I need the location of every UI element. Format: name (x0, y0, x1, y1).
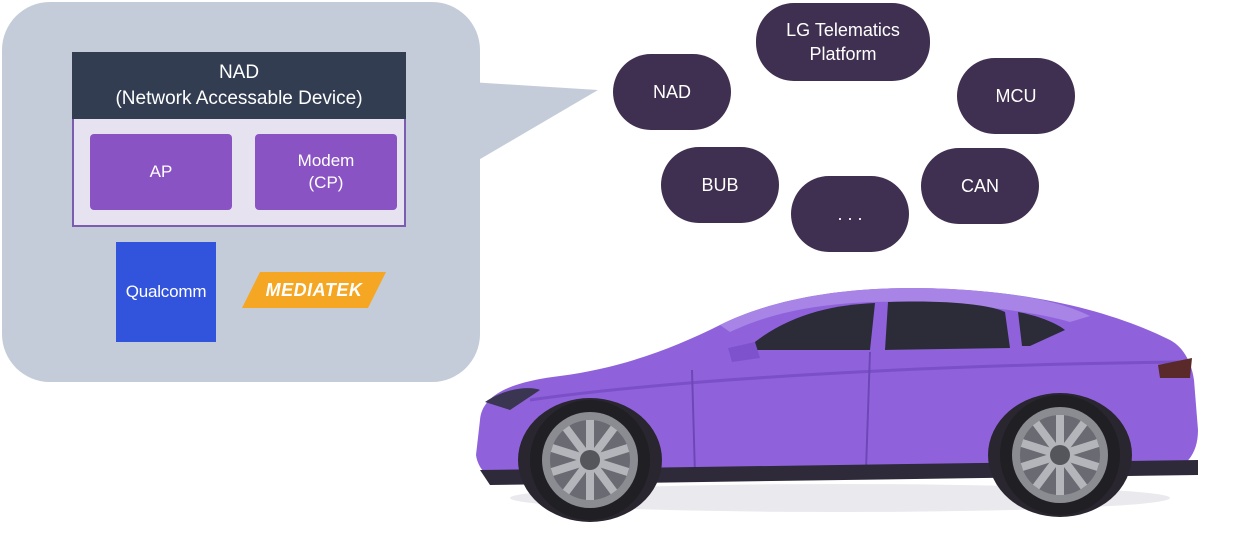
mediatek-logo (242, 272, 386, 308)
ap-label: AP (149, 162, 173, 181)
modem-label: Modem (297, 151, 355, 170)
can-pill: CAN (921, 148, 1039, 224)
modem-sublabel: (CP) (308, 173, 344, 192)
nad-title: NAD (218, 62, 260, 83)
rear-wheel (1000, 395, 1120, 515)
car-illustration (476, 288, 1198, 522)
bub-pill: BUB (661, 147, 779, 223)
mediatek-logo-text: MEDIATEK (265, 279, 363, 300)
nad-pill-label: NAD (652, 82, 691, 102)
modem-chip: Modem (CP) (255, 134, 397, 210)
lg-platform-label: LG Telematics (786, 20, 900, 40)
qualcomm-logo: Qualcomm (116, 242, 216, 342)
nad-pill: NAD (613, 54, 731, 130)
nad-subtitle: (Network Accessable Device) (115, 88, 363, 109)
ellipsis-label: . . . (837, 204, 863, 224)
ap-chip: AP (90, 134, 232, 210)
ellipsis-pill: . . . (791, 176, 909, 252)
bub-label: BUB (701, 175, 739, 195)
lg-platform-sublabel: Platform (809, 44, 877, 64)
mcu-pill: MCU (957, 58, 1075, 134)
can-label: CAN (960, 176, 999, 196)
lg-telematics-platform-pill: LG Telematics Platform (756, 3, 930, 81)
nad-header: NAD (Network Accessable Device) (72, 52, 406, 119)
qualcomm-logo-text: Qualcomm (125, 282, 207, 301)
front-wheel (530, 400, 650, 520)
mcu-label: MCU (995, 86, 1037, 106)
